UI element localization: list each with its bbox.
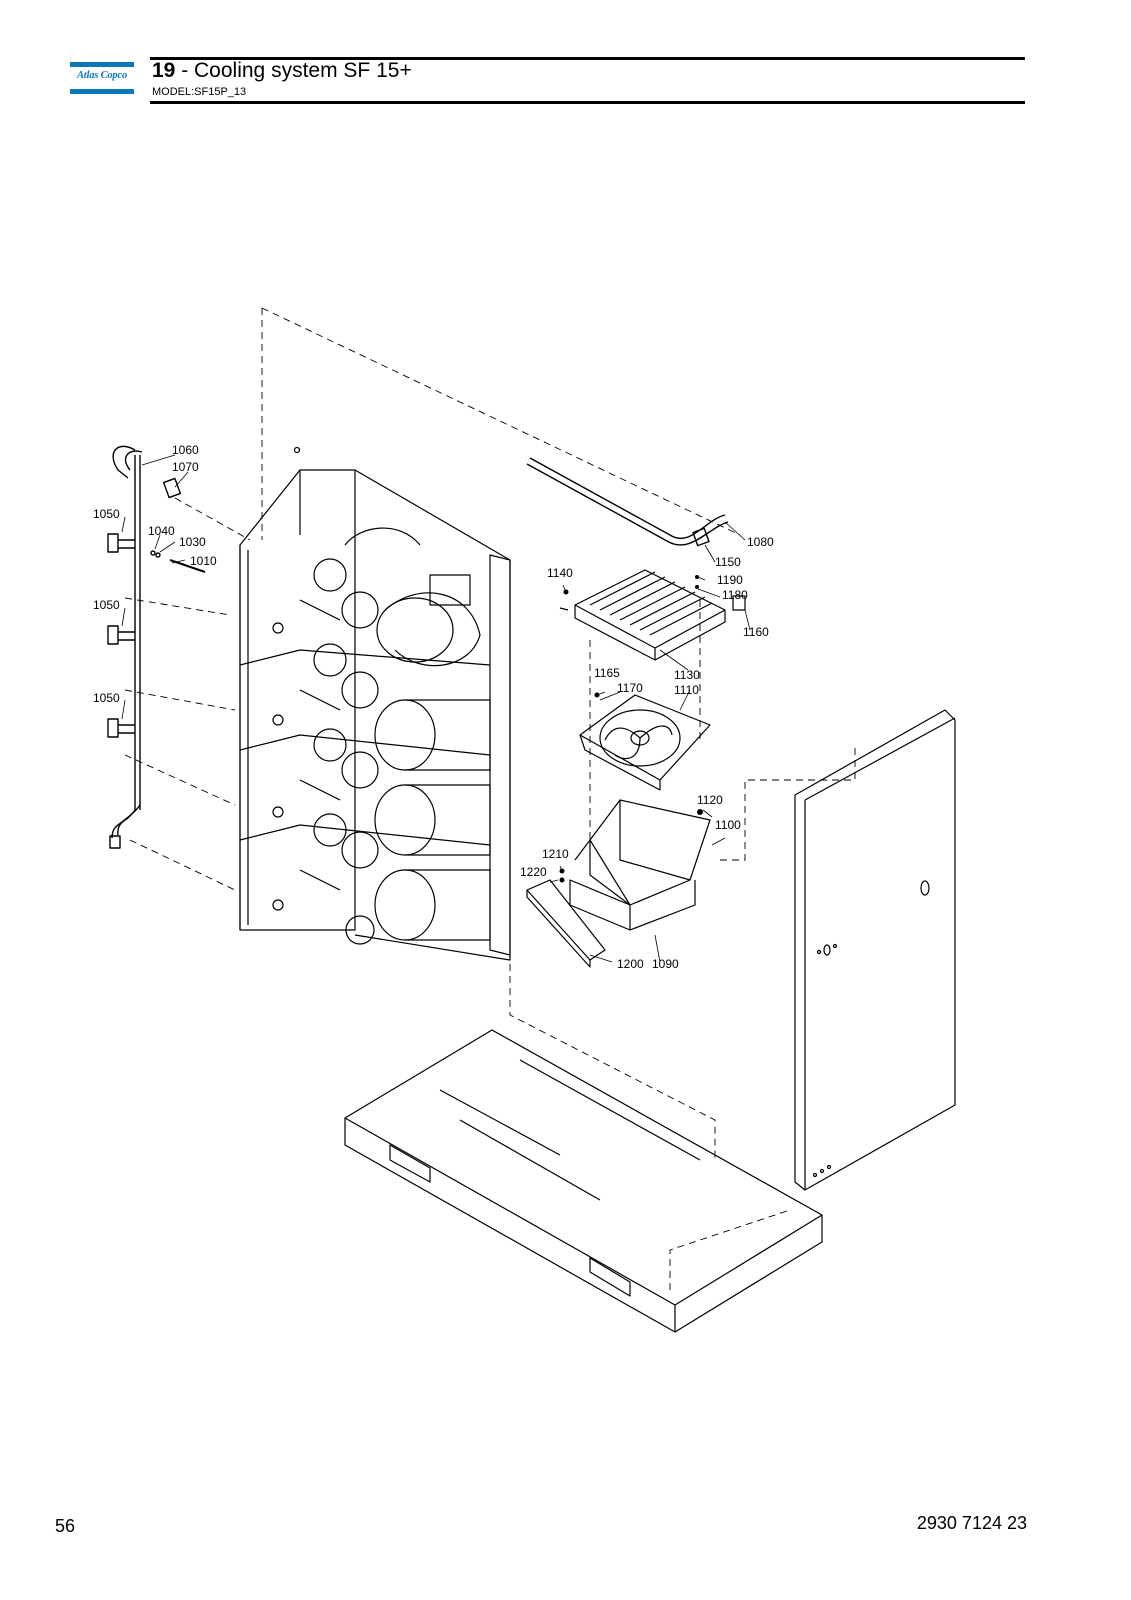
logo-band-top — [70, 62, 134, 67]
filter-mat-1200 — [526, 879, 606, 968]
side-door-panel — [794, 709, 956, 1191]
callout-1180: 1180 — [722, 588, 748, 602]
logo-band-bottom — [70, 89, 134, 94]
callout-1070: 1070 — [172, 460, 199, 474]
base-frame — [344, 1029, 823, 1333]
document-number: 2930 7124 23 — [916, 1513, 1027, 1533]
callout-1200: 1200 — [617, 957, 644, 971]
atlas-copco-logo: Atlas Copco — [70, 62, 134, 94]
callout-1160: 1160 — [743, 625, 769, 639]
callout-1120: 1120 — [697, 793, 723, 807]
callout-1150: 1150 — [715, 555, 741, 569]
callout-1060: 1060 — [172, 443, 199, 457]
header-rule-bottom — [150, 101, 1025, 104]
callout-1040: 1040 — [148, 524, 175, 538]
pipe-1080 — [526, 457, 729, 547]
page-title: 19 - Cooling system SF 15+ — [152, 58, 412, 84]
callout-1050-c: 1050 — [93, 691, 120, 705]
header-rule-top — [150, 57, 1025, 60]
callout-1100: 1100 — [715, 818, 741, 832]
callout-1050-a: 1050 — [93, 507, 120, 521]
assembly-guide-lines — [124, 307, 856, 1290]
callout-1050-b: 1050 — [93, 598, 120, 612]
callout-1140: 1140 — [547, 566, 573, 580]
model-label: MODEL:SF15P_13 — [152, 86, 247, 98]
callout-1080: 1080 — [747, 535, 774, 549]
callout-1130: 1130 — [674, 668, 700, 682]
fan-housing-1090 — [569, 799, 711, 931]
radiator-1130 — [559, 569, 746, 661]
callout-1220: 1220 — [520, 865, 547, 879]
callout-1165: 1165 — [594, 666, 620, 680]
page-number: 56 — [55, 1516, 76, 1536]
callout-1030: 1030 — [179, 535, 206, 549]
callout-labels: 1060 1070 1050 1040 1030 1010 1050 1050 … — [93, 443, 774, 971]
compressor-frame — [239, 446, 511, 961]
callout-1110: 1110 — [674, 683, 699, 697]
callout-1170: 1170 — [617, 681, 643, 695]
callout-1210: 1210 — [542, 847, 569, 861]
callout-1010: 1010 — [190, 554, 217, 568]
callout-1190: 1190 — [717, 573, 743, 587]
compressor-tanks — [299, 527, 491, 945]
pipe-manifold — [107, 445, 206, 849]
section-title: - Cooling system SF 15+ — [175, 59, 412, 82]
callout-leaders — [121, 454, 751, 963]
fan-1110 — [579, 694, 711, 791]
logo-wordmark: Atlas Copco — [76, 70, 127, 81]
section-number: 19 — [152, 59, 176, 82]
callout-1090: 1090 — [652, 957, 679, 971]
